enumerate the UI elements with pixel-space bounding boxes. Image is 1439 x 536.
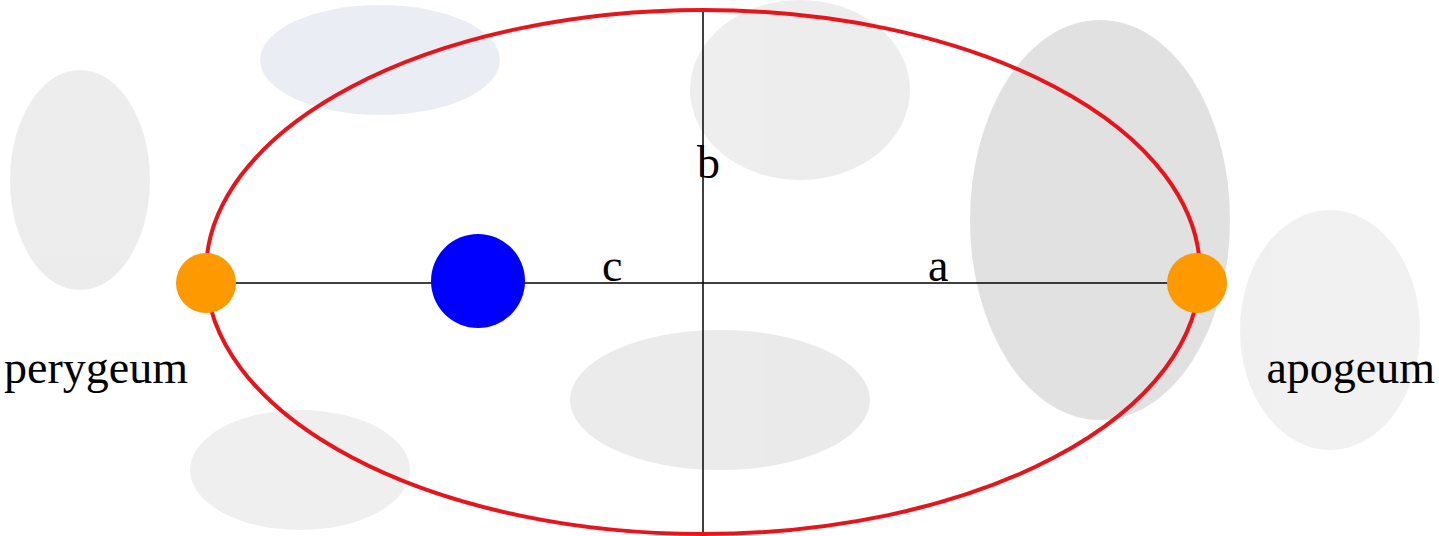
point-label: perygeum — [4, 345, 188, 391]
perigee-body — [176, 253, 236, 313]
earth-circle — [431, 234, 525, 328]
orbit-ellipse — [206, 10, 1200, 534]
major-axis — [206, 282, 1197, 284]
background-photo — [10, 0, 1420, 530]
axis-letter: c — [602, 243, 622, 289]
apogee-body — [1167, 253, 1227, 313]
axis-letter: b — [697, 140, 720, 186]
point-label: apogeum — [1266, 345, 1435, 391]
minor-axis — [702, 8, 704, 536]
axis-letter: a — [928, 243, 948, 289]
